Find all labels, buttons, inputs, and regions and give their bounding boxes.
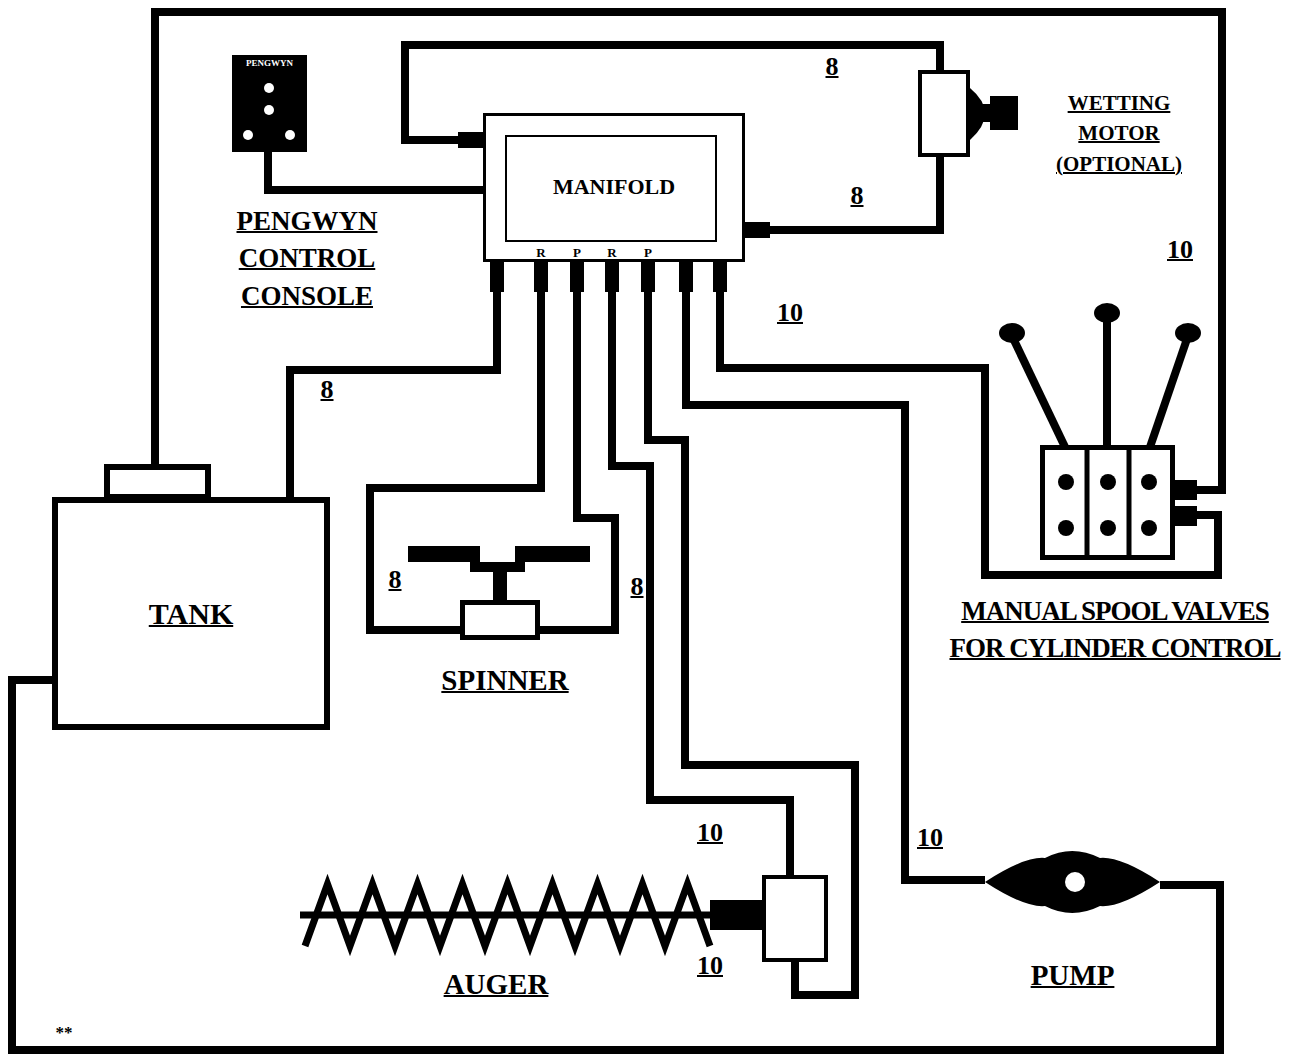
hose-line — [745, 157, 940, 230]
node-shape — [985, 850, 1160, 915]
hose-size: 10 — [695, 953, 725, 979]
hose-line — [370, 262, 541, 630]
hose-line — [540, 262, 615, 630]
auger-motor: AUGER — [762, 875, 828, 962]
hose-line — [686, 262, 985, 880]
node-label: TANK — [58, 503, 324, 724]
node-caption: PENGWYN CONTROL CONSOLE — [222, 203, 392, 315]
node-caption: MANUAL SPOOL VALVES FOR CYLINDER CONTROL — [935, 593, 1295, 668]
hose-size: 10 — [1165, 237, 1195, 263]
wetting-motor: WETTING MOTOR (OPTIONAL) — [918, 70, 970, 157]
hose-size: 8 — [319, 377, 336, 403]
spinner-motor: SPINNER — [460, 600, 540, 640]
spool-levers — [1012, 316, 1188, 447]
port-label: R — [606, 246, 617, 259]
hose-size: 8 — [629, 574, 646, 600]
node-shape — [232, 55, 307, 152]
hose-line — [720, 262, 1218, 575]
hose-size: 8 — [387, 567, 404, 593]
node-caption: PUMP — [975, 958, 1170, 993]
hose-line — [612, 262, 790, 875]
node-shape — [1045, 450, 1170, 555]
node-label: MANIFOLD — [486, 116, 742, 259]
hose-size: 10 — [915, 825, 945, 851]
node-caption: AUGER — [426, 967, 566, 1002]
spinner-disc — [408, 546, 590, 602]
pump-body: PUMP — [985, 850, 1160, 915]
hose-line — [268, 152, 483, 190]
motor-knob — [990, 96, 1018, 130]
port-label: R — [535, 246, 546, 259]
screw-flight — [305, 884, 710, 946]
node-caption: WETTING MOTOR (OPTIONAL) — [1034, 88, 1204, 179]
manifold-block: MANIFOLD — [483, 113, 745, 262]
hose-line — [12, 680, 1220, 1050]
port-label: P — [643, 246, 653, 259]
hose-size: 10 — [695, 820, 725, 846]
spool-valve-body: MANUAL SPOOL VALVES FOR CYLINDER CONTROL — [1040, 445, 1175, 560]
port-label: P — [572, 246, 582, 259]
hose-line — [155, 12, 1222, 497]
tank-box: TANK — [52, 497, 330, 730]
hose-size: 8 — [849, 183, 866, 209]
hose-size: 10 — [775, 300, 805, 326]
hose-size: 8 — [824, 54, 841, 80]
note-mark: ** — [55, 1024, 74, 1041]
control-console: PENGWYNPENGWYN CONTROL CONSOLE — [232, 55, 307, 152]
tank-cap — [107, 467, 208, 497]
node-caption: PENGWYN — [232, 58, 307, 69]
node-caption: SPINNER — [395, 663, 615, 698]
auger-screw — [300, 884, 764, 946]
